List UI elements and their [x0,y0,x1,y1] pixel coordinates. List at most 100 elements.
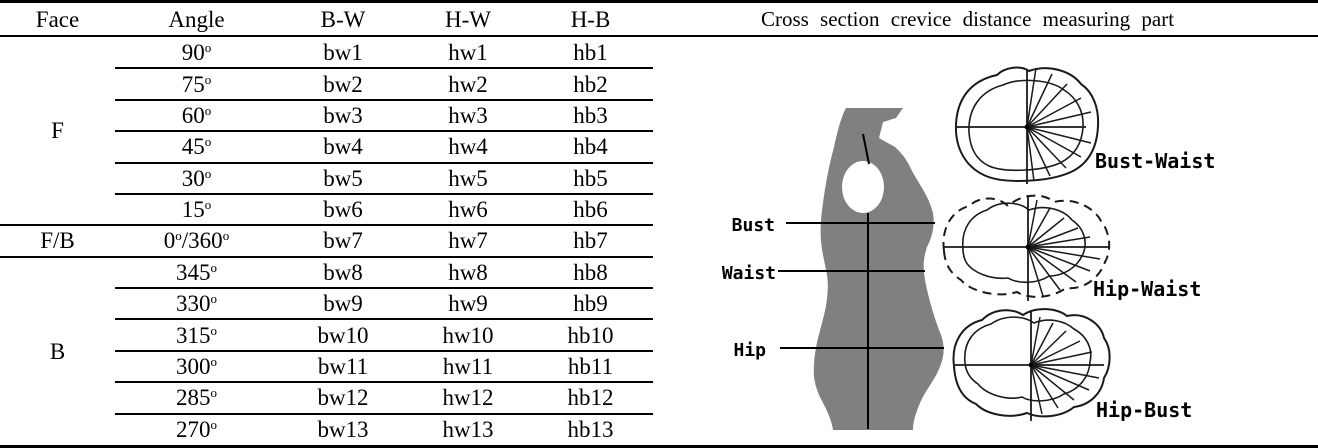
header-face: Face [35,6,80,32]
hw-cell: hw11 [408,350,528,384]
bust-contour [964,316,1092,402]
table-row: 270o bw13 hw13 hb13 [0,414,653,446]
hb-cell: hb11 [528,350,653,384]
hb-cell: hb4 [528,131,653,164]
angle-cell: 15o [115,193,278,227]
hw-cell: hw9 [408,288,528,321]
torso-shape [813,108,944,430]
hw-cell: hw12 [408,382,528,415]
hw-cell: hw4 [408,131,528,164]
hw-cell: hw2 [408,68,528,101]
header-bw: B-W [320,6,366,32]
bw-cell: bw5 [278,162,408,195]
hip-label: Hip [733,340,766,361]
header-hw: H-W [445,6,491,32]
armhole-gap [842,161,884,213]
waist-contour [962,202,1086,284]
cross-section-hip-waist: Hip-Waist [942,194,1201,301]
hb-cell: hb2 [528,68,653,101]
face-cell: F [0,37,115,227]
angle-cell: 315o [115,319,278,352]
cross-section-bust-waist: Bust-Waist [954,66,1215,184]
body-silhouette: Bust Waist Hip [722,108,944,430]
bw-cell: bw12 [278,382,408,415]
waist-label: Waist [722,263,776,284]
cross-section-figure: Bust Waist Hip [653,37,1318,445]
hip-contour [952,308,1111,418]
hip-bust-label: Hip-Bust [1096,398,1192,422]
bw-cell: bw1 [278,37,408,70]
angle-cell: 300o [115,350,278,384]
angle-cell: 0o/360o [115,225,278,258]
hw-cell: hw6 [408,193,528,227]
bust-waist-label: Bust-Waist [1095,149,1215,173]
angle-cell: 90o [115,37,278,70]
cross-section-hip-bust: Hip-Bust [952,308,1192,422]
angle-cell: 345o [115,256,278,290]
neck-guide-line [862,133,870,165]
hb-cell: hb1 [528,37,653,70]
header-figure-title: Cross section crevice distance measuring… [760,6,1175,31]
bw-cell: bw13 [317,417,369,443]
hb-cell: hb5 [528,162,653,195]
bw-cell: bw2 [278,68,408,101]
bw-cell: bw7 [278,225,408,258]
bw-cell: bw6 [278,193,408,227]
radial-fan [1030,316,1100,415]
hw-cell: hw10 [408,319,528,352]
hb-cell: hb3 [528,99,653,133]
angle-cell: 30o [115,162,278,195]
angle-cell: 60o [115,99,278,133]
hb-cell: hb12 [528,382,653,415]
angle-cell: 330o [115,288,278,321]
angle-cell: 270o [176,417,217,443]
hb-cell: hb6 [528,193,653,227]
bw-cell: bw11 [278,350,408,384]
header-angle: Angle [168,6,225,32]
hip-waist-label: Hip-Waist [1093,277,1201,301]
hw-cell: hw3 [408,99,528,133]
hw-cell: hw7 [408,225,528,258]
face-cell: F/B [0,225,115,258]
bust-contour [954,66,1100,182]
hw-cell: hw13 [442,417,494,443]
angle-cell: 285o [115,382,278,415]
hw-cell: hw8 [408,256,528,290]
hw-cell: hw5 [408,162,528,195]
center-point [1025,244,1031,250]
table-header-row: Face Angle B-W H-W H-B Cross section cre… [0,3,1318,37]
hb-cell: hb9 [528,288,653,321]
hb-cell: hb10 [528,319,653,352]
center-point [1024,124,1030,130]
bw-cell: bw8 [278,256,408,290]
header-hb: H-B [570,6,611,32]
hw-cell: hw1 [408,37,528,70]
hip-contour-dashed [942,194,1111,298]
figure-canvas: Bust Waist Hip [722,66,1215,430]
angle-cell: 45o [115,131,278,164]
bust-label: Bust [732,215,775,236]
radial-fan [1027,199,1101,297]
hb-cell: hb7 [528,225,653,258]
face-cell: B [49,338,66,364]
angle-cell: 75o [115,68,278,101]
hb-cell: hb8 [528,256,653,290]
bw-cell: bw9 [278,288,408,321]
hb-cell: hb13 [567,417,614,443]
bw-cell: bw10 [278,319,408,352]
